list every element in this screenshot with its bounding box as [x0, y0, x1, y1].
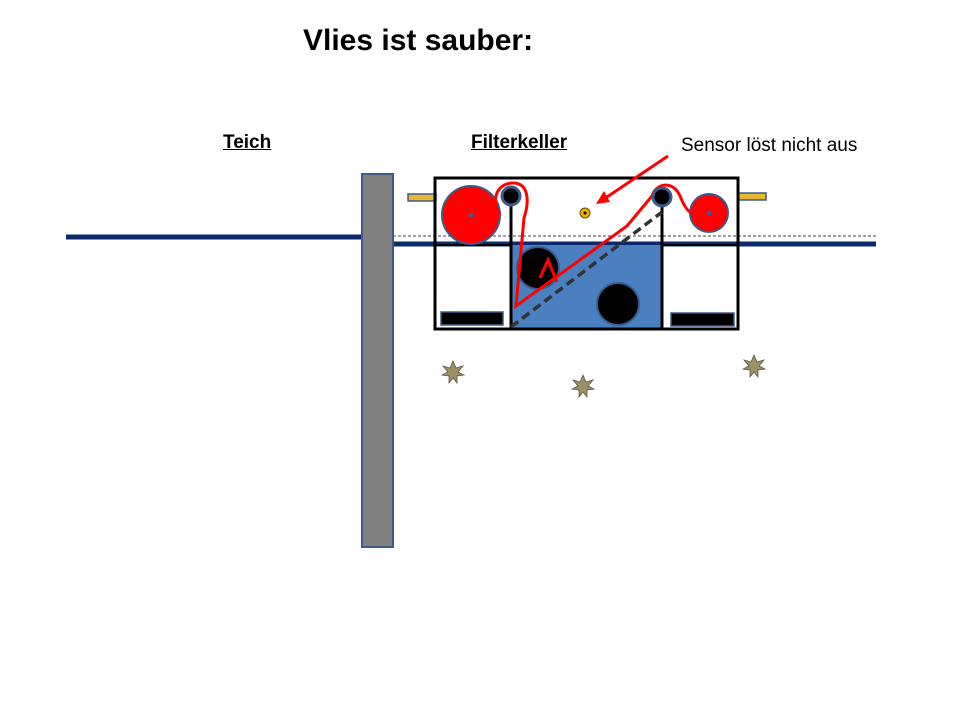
supply-roll-axle: [468, 212, 474, 218]
fleece-path: [494, 181, 693, 310]
dirt-particle-icon: [741, 353, 767, 379]
outlet-pipe: [737, 192, 767, 201]
inlet-pipe: [407, 193, 437, 202]
filter-cellar-label: Filterkeller: [471, 132, 568, 153]
annotation-arrow-head: [596, 191, 610, 204]
takeup-roll-axle: [706, 210, 712, 216]
annotation-arrow-line: [603, 154, 669, 201]
guide-roller-right: [651, 186, 673, 208]
dirt-particle-icon: [440, 359, 466, 385]
sludge-tray-left: [440, 311, 504, 326]
sensor-center: [583, 211, 587, 215]
page-title: Vlies ist sauber:: [303, 24, 534, 57]
sludge-tray-right: [670, 312, 735, 327]
filter-housing: [433, 176, 740, 331]
guide-roller-left: [500, 185, 522, 207]
wall: [361, 173, 394, 548]
sensor-annotation: Sensor löst nicht aus: [681, 135, 858, 156]
drum-roller-lower: [596, 282, 640, 326]
fleece-direction-arrow: [538, 256, 559, 283]
dirt-particle-icon: [570, 373, 596, 399]
pond-label: Teich: [223, 132, 272, 153]
fleece-dashed-path: [509, 210, 664, 329]
